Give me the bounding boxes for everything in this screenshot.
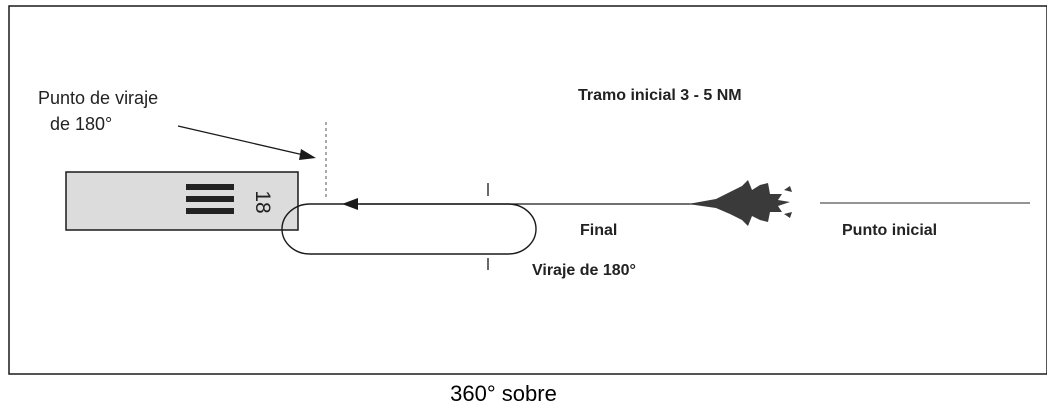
runway-number: 18 (251, 190, 274, 213)
runway-threshold-bar (186, 196, 234, 202)
runway-threshold-bar (186, 184, 234, 190)
initial-point-label: Punto inicial (842, 222, 937, 239)
direction-arrowhead (342, 198, 358, 210)
turn-180-label: Viraje de 180° (532, 262, 636, 279)
final-label: Final (580, 222, 617, 239)
aircraft-icon (688, 180, 792, 226)
runway-threshold-bar (186, 208, 234, 214)
runway: 18 (65, 171, 299, 231)
diagram-frame (8, 5, 1047, 375)
turn-point-label-line1: Punto de viraje (38, 88, 158, 108)
turn-point-pointer-arrow (177, 125, 316, 160)
initial-leg-label: Tramo inicial 3 - 5 NM (578, 87, 742, 104)
figure-caption: 360° sobre (450, 381, 557, 406)
circuit-racetrack (281, 203, 537, 255)
turn-point-label-line2: de 180° (50, 114, 112, 134)
